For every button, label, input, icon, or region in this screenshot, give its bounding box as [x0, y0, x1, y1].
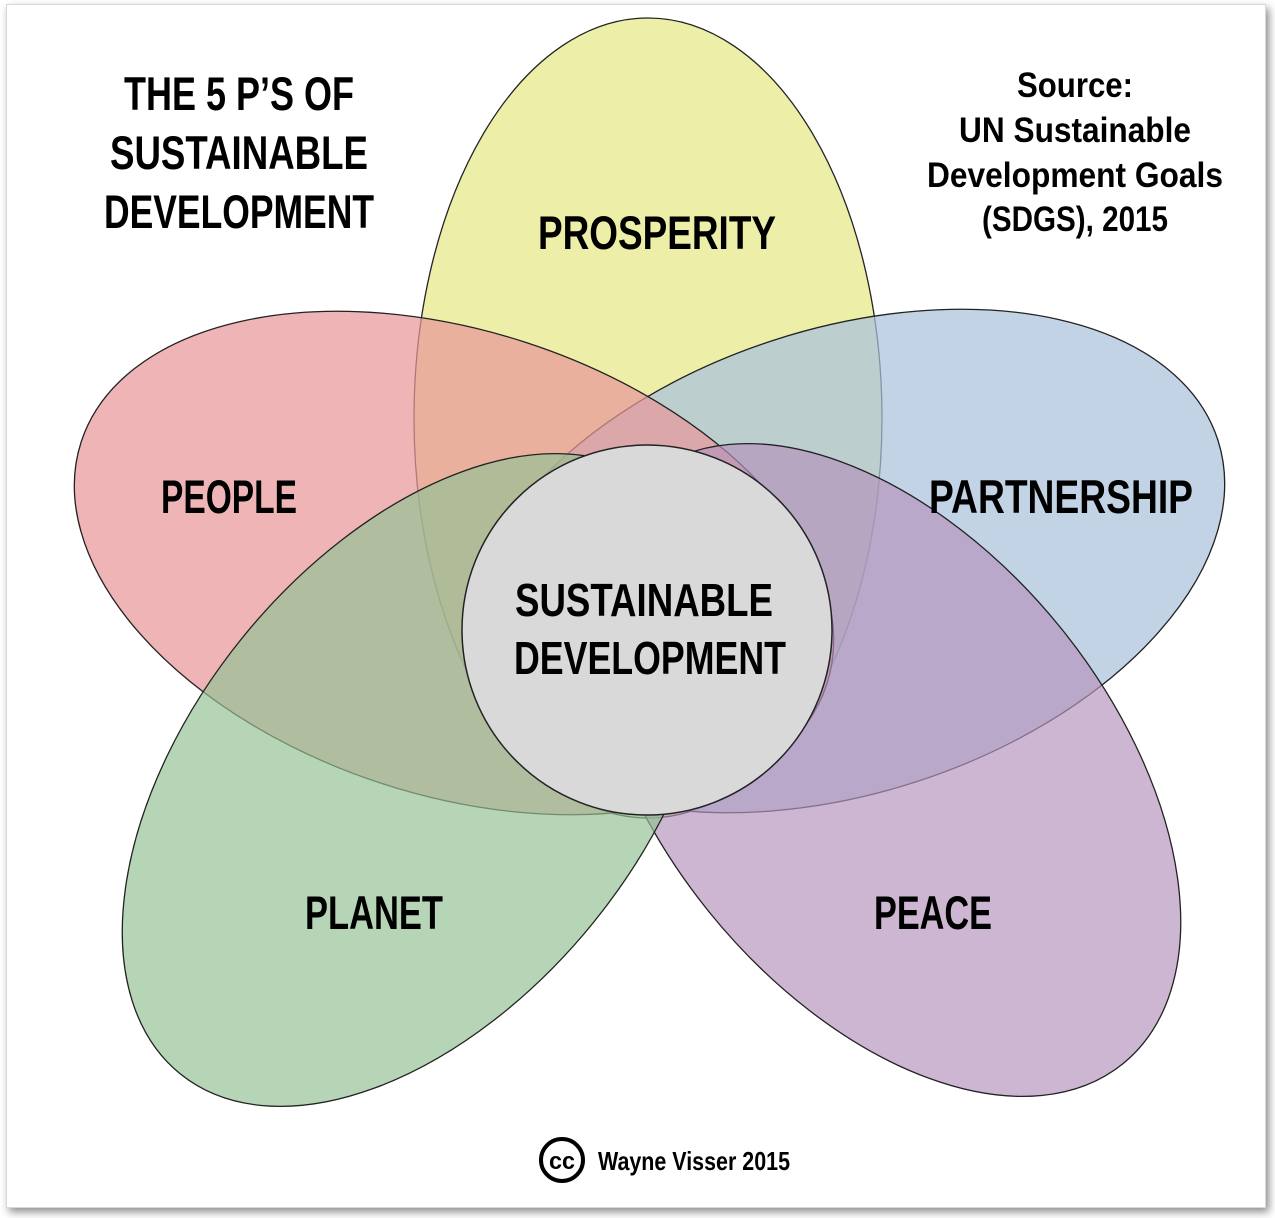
source-line-3: Development Goals	[927, 156, 1223, 195]
source-line-4: (SDGS), 2015	[982, 200, 1168, 239]
center-circle	[461, 444, 833, 816]
label-people: PEOPLE	[161, 470, 297, 523]
cc-symbol-text: cc	[549, 1148, 575, 1175]
creative-commons-icon: cc	[539, 1137, 585, 1183]
label-peace: PEACE	[874, 886, 992, 939]
center-label-line-2: DEVELOPMENT	[514, 632, 786, 684]
label-partnership: PARTNERSHIP	[929, 470, 1193, 523]
label-planet: PLANET	[305, 886, 443, 939]
title-line-2: SUSTAINABLE	[110, 126, 368, 179]
label-prosperity: PROSPERITY	[538, 206, 776, 259]
center-label-line-1: SUSTAINABLE	[515, 574, 773, 626]
source-line-2: UN Sustainable	[959, 111, 1191, 150]
source-line-1: Source:	[1017, 66, 1133, 105]
title-line-1: THE 5 P’S OF	[124, 67, 354, 120]
credit-text: Wayne Visser 2015	[598, 1146, 790, 1176]
title-line-3: DEVELOPMENT	[104, 185, 374, 238]
